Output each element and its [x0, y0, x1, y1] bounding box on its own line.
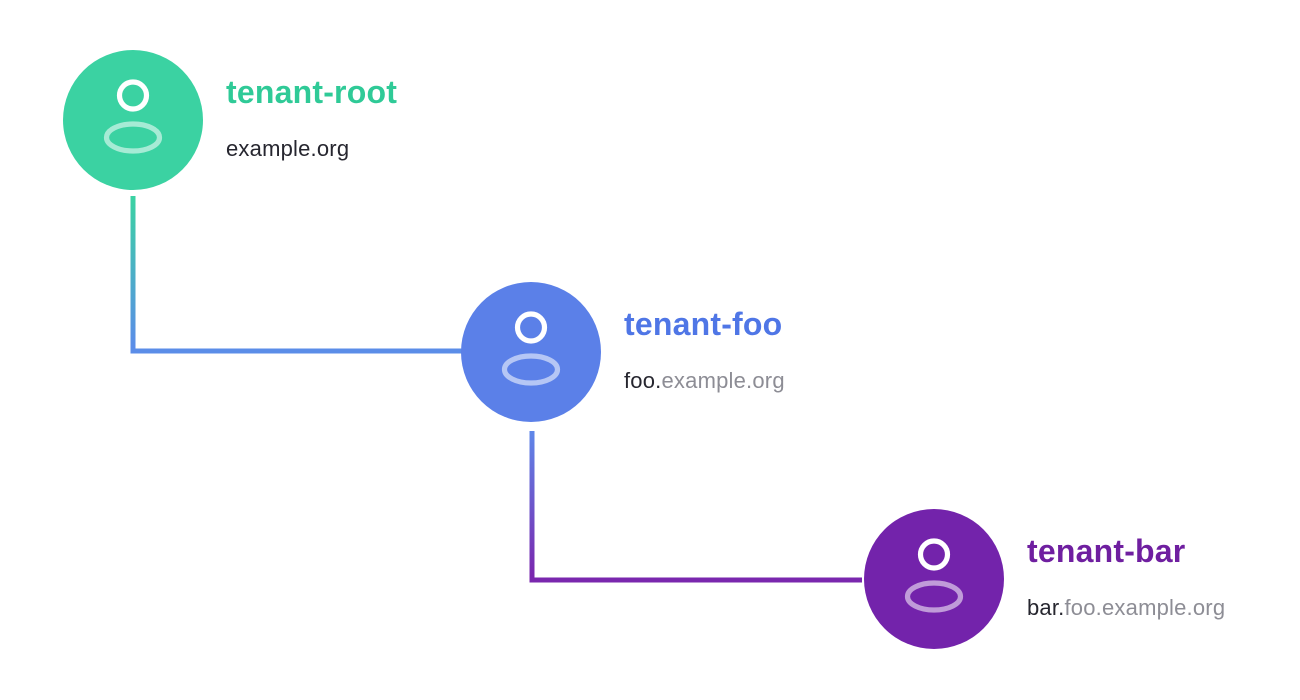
user-head — [917, 538, 951, 571]
domain-rest: foo.example.org — [1064, 594, 1226, 620]
tenant-root-avatar — [63, 50, 203, 190]
domain-highlight: example.org — [226, 135, 350, 161]
domain-highlight: foo. — [624, 367, 662, 393]
domain-highlight: bar. — [1027, 594, 1065, 620]
tenant-bar-label: tenant-bar bar.foo.example.org — [1027, 533, 1225, 621]
user-head — [514, 311, 548, 344]
tenant-bar-avatar — [864, 509, 1004, 649]
domain-rest: example.org — [661, 367, 785, 393]
connector-foo-to-bar — [529, 431, 862, 583]
tenant-foo-avatar — [461, 282, 601, 422]
tenant-name: tenant-bar — [1027, 533, 1186, 569]
user-icon — [501, 311, 561, 386]
tenant-name: tenant-root — [226, 74, 398, 110]
tenant-domain: example.org — [226, 136, 397, 162]
tenant-domain: bar.foo.example.org — [1027, 595, 1225, 621]
user-body — [501, 353, 561, 386]
tenant-name: tenant-foo — [624, 306, 783, 342]
user-head — [116, 79, 150, 112]
user-icon — [904, 538, 964, 613]
tenant-root-label: tenant-root example.org — [226, 74, 397, 162]
tenant-domain: foo.example.org — [624, 368, 785, 394]
user-icon — [103, 79, 163, 154]
tenant-foo-label: tenant-foo foo.example.org — [624, 306, 785, 394]
user-body — [103, 121, 163, 154]
connector-root-to-foo — [130, 196, 462, 354]
user-body — [904, 580, 964, 613]
